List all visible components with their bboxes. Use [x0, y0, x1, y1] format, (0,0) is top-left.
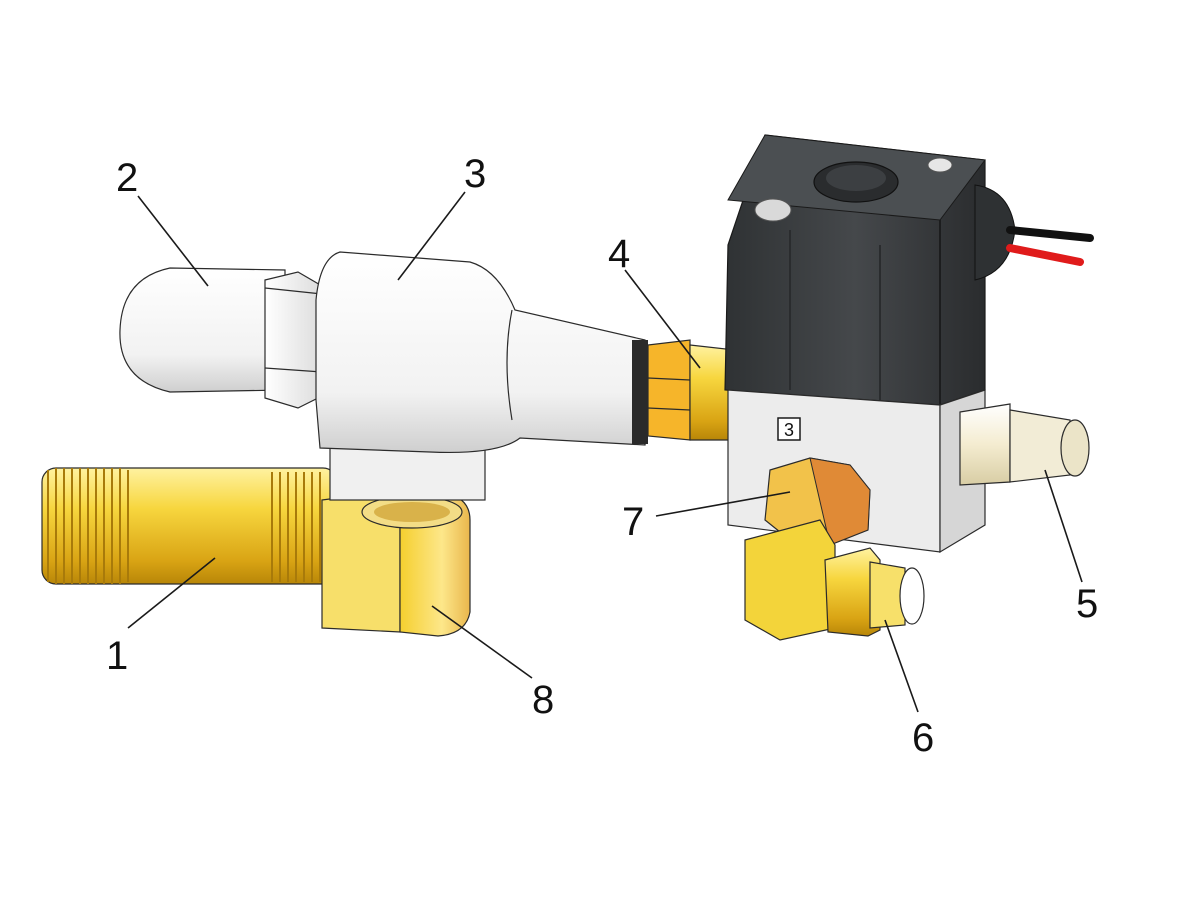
- wire-red: [1006, 244, 1084, 266]
- wire-black: [1006, 226, 1094, 242]
- callout-4: 4: [608, 232, 631, 276]
- callout-3: 3: [464, 152, 487, 196]
- leader-4: [624, 269, 701, 369]
- thread-left: [47, 468, 129, 584]
- callout-6: 6: [912, 716, 935, 760]
- part-5-push-in-fitting: [959, 403, 1090, 486]
- port-marking-box: [777, 417, 801, 441]
- leader-1: [127, 557, 216, 629]
- part-8-brass-elbow: [321, 489, 471, 637]
- leader-8: [431, 605, 533, 679]
- part-7-hex-fitting: [764, 457, 871, 546]
- callout-1: 1: [106, 634, 129, 678]
- callout-7: 7: [622, 500, 645, 544]
- leader-5: [1044, 469, 1083, 583]
- callout-2: 2: [116, 156, 139, 200]
- leader-7: [655, 491, 791, 517]
- callout-8: 8: [532, 678, 555, 722]
- part-6-elbow-fitting: [744, 519, 925, 641]
- solenoid-coil: [724, 134, 1094, 406]
- callout-5: 5: [1076, 582, 1099, 626]
- part-2-white-cap: [119, 267, 323, 409]
- leader-6: [884, 619, 919, 713]
- leader-lines: [127, 191, 1083, 713]
- thread-right: [271, 472, 321, 582]
- part-1-threaded-nipple: [41, 467, 338, 585]
- part-4-hex-connector: [647, 339, 736, 441]
- leader-3: [397, 191, 466, 281]
- part-3-valve-body: [315, 251, 648, 501]
- port-marking-label: 3: [784, 420, 794, 440]
- leader-2: [137, 195, 209, 287]
